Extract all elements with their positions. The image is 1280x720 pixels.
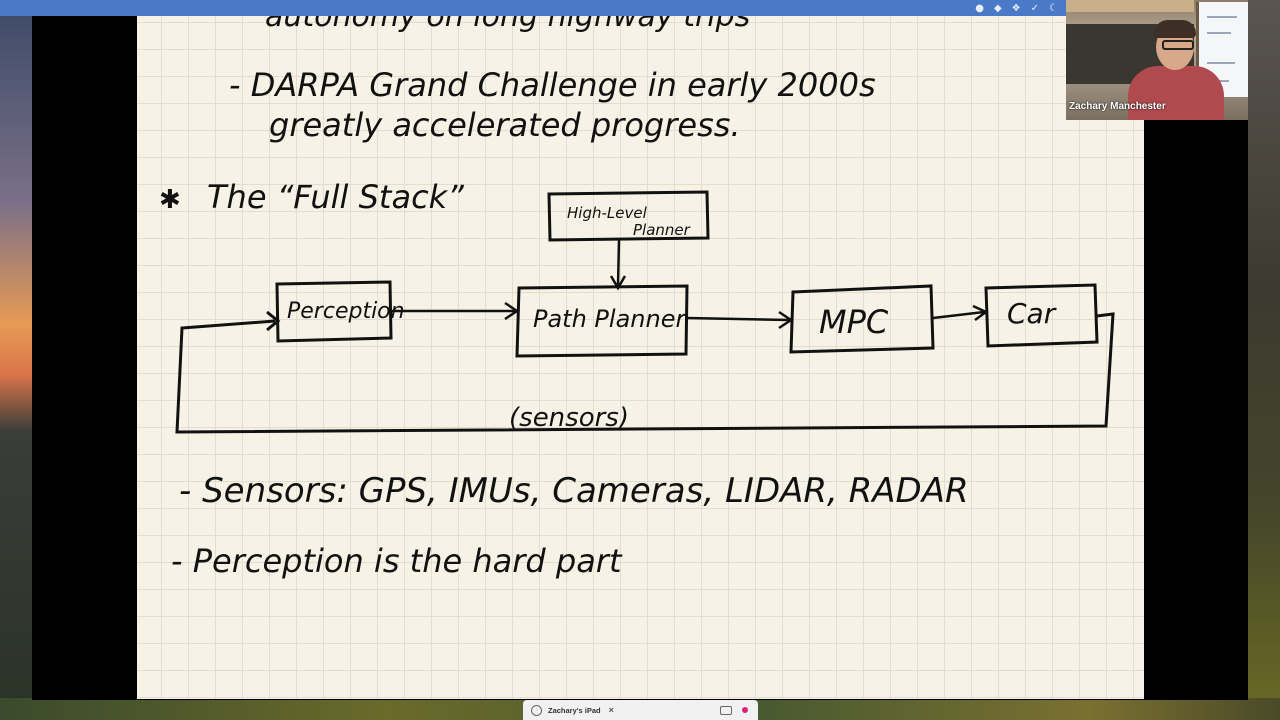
participant-video[interactable] <box>1066 0 1248 120</box>
glasses-icon <box>1162 40 1194 50</box>
car-label: Car <box>1007 297 1057 330</box>
shared-device-label: Zachary's iPad <box>548 705 601 715</box>
high-level-label-1: High-Level <box>567 204 648 222</box>
car-box: Car <box>984 283 1099 348</box>
video-bg-shelf-top <box>1066 0 1194 12</box>
full-stack-heading: The “Full Stack” <box>207 178 464 216</box>
camera-icon[interactable] <box>720 705 732 715</box>
notes-page: autonomy on long highway trips - DARPA G… <box>137 16 1144 699</box>
record-indicator-icon[interactable] <box>742 707 748 713</box>
share-target-icon <box>531 704 542 716</box>
sensor-feedback-loop <box>175 310 1115 434</box>
note-darpa-line1: - DARPA Grand Challenge in early 2000s <box>229 66 876 104</box>
star-bullet-icon: ✱ <box>159 185 181 215</box>
top-menu-strip: ● ◆ ❖ ✓ ☾ <box>0 0 1066 16</box>
menu-icons: ● ◆ ❖ ✓ ☾ <box>975 0 1066 16</box>
dot-icon[interactable]: ● <box>975 2 984 14</box>
sensors-line: - Sensors: GPS, IMUs, Cameras, LIDAR, RA… <box>179 471 969 511</box>
share-icon[interactable]: ◆ <box>993 2 1002 14</box>
check-icon[interactable]: ✓ <box>1030 2 1040 14</box>
dropbox-icon[interactable]: ❖ <box>1011 2 1021 14</box>
arrow-mpc-to-car <box>932 304 989 322</box>
participant-hair <box>1154 20 1196 38</box>
handwritten-notes: autonomy on long highway trips - DARPA G… <box>159 16 1115 580</box>
arrow-hlp-to-path <box>609 239 627 291</box>
moon-icon[interactable]: ☾ <box>1049 2 1058 14</box>
participant-name: Zachary Manchester <box>1069 101 1166 112</box>
path-planner-box: Path Planner <box>515 284 689 358</box>
screen-share-bar[interactable]: Zachary's iPad × <box>523 700 758 720</box>
arrow-path-to-mpc <box>686 310 794 330</box>
mpc-box: MPC <box>789 284 935 354</box>
note-darpa-line2: greatly accelerated progress. <box>269 106 741 144</box>
perception-hard-line: - Perception is the hard part <box>171 542 623 580</box>
note-top-partial: autonomy on long highway trips <box>265 16 750 34</box>
path-planner-label: Path Planner <box>533 305 687 333</box>
arrow-perception-to-path <box>391 301 520 321</box>
stop-share-close-icon[interactable]: × <box>608 705 614 715</box>
high-level-planner-box: High-Level Planner <box>547 190 710 242</box>
perception-box: Perception <box>275 280 405 343</box>
perception-label: Perception <box>287 299 405 324</box>
participant-body <box>1128 66 1224 120</box>
high-level-label-2: Planner <box>633 221 691 239</box>
sensors-loop-label: (sensors) <box>509 403 629 433</box>
mpc-label: MPC <box>819 303 889 341</box>
